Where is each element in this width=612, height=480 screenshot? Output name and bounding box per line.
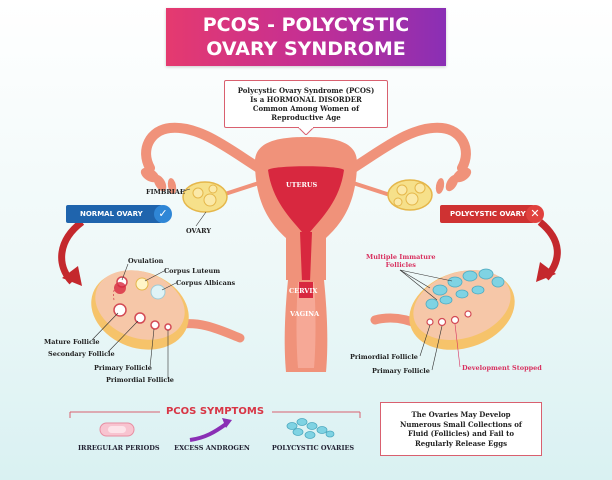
multiple-line-1: Multiple Immature xyxy=(366,253,436,261)
arrow-up-icon xyxy=(189,418,232,442)
label-development-stopped: Development Stopped xyxy=(462,364,542,372)
note-line-2: Numerous Small Collections of xyxy=(400,419,522,429)
cross-icon: ✕ xyxy=(526,205,544,223)
polycystic-ovary-section xyxy=(370,268,515,350)
cysts xyxy=(425,268,505,310)
normal-ovary-section xyxy=(91,270,245,350)
intro-line-1: Polycystic Ovary Syndrome (PCOS) xyxy=(237,86,375,95)
note-line-1: The Ovaries May Develop xyxy=(411,410,511,419)
polycystic-ovary-label: POLYCYSTIC OVARY xyxy=(440,205,534,223)
label-corpus-albicans: Corpus Albicans xyxy=(176,279,236,287)
uterus-cavity xyxy=(268,166,344,232)
label-ovary: OVARY xyxy=(186,227,211,235)
label-primary-follicle-pcos: Primary Follicle xyxy=(372,367,430,375)
label-corpus-luteum: Corpus Luteum xyxy=(164,267,221,275)
symptom-polycystic-ovaries: POLYCYSTIC OVARIES xyxy=(271,444,355,452)
label-primordial-follicle-normal: Primordial Follicle xyxy=(106,376,174,384)
label-multiple-immature-follicles: Multiple Immature Follicles xyxy=(366,253,436,269)
normal-ovary-label: NORMAL OVARY xyxy=(66,205,162,223)
symptoms-title: PCOS SYMPTOMS xyxy=(165,406,265,417)
intro-line-2: Is a HORMONAL DISORDER xyxy=(250,95,362,104)
right-fimbriae xyxy=(435,167,472,194)
check-icon: ✓ xyxy=(154,205,172,223)
note-line-3: Fluid (Follicles) and Fail to xyxy=(407,429,515,438)
info-box: The Ovaries May Develop Numerous Small C… xyxy=(380,402,542,456)
label-ovulation: Ovulation xyxy=(128,257,164,265)
title-banner: PCOS - POLYCYSTIC OVARY SYNDROME xyxy=(166,8,446,66)
intro-line-3: Common Among Women of xyxy=(252,104,360,113)
right-fallopian-tube xyxy=(345,122,471,175)
label-vagina: VAGINA xyxy=(290,310,320,318)
label-fimbriae: FIMBRIAE xyxy=(146,188,185,196)
left-fimbriae xyxy=(140,167,177,194)
intro-pointer xyxy=(298,127,314,135)
label-mature-follicle: Mature Follicle xyxy=(44,338,100,346)
label-primordial-follicle-pcos: Primordial Follicle xyxy=(350,353,418,361)
label-primary-follicle-normal: Primary Follicle xyxy=(94,364,152,372)
pad-icon xyxy=(99,422,135,437)
symptom-irregular-periods: IRREGULAR PERIODS xyxy=(78,444,160,452)
left-fallopian-tube xyxy=(141,122,267,175)
label-secondary-follicle: Secondary Follicle xyxy=(48,350,115,358)
intro-line-4: Reproductive Age xyxy=(271,113,341,122)
title-line-1: PCOS - POLYCYSTIC xyxy=(202,14,410,36)
label-cervix: CERVIX xyxy=(289,287,318,295)
symptom-excess-androgen: EXCESS ANDROGEN xyxy=(174,444,250,452)
note-line-4: Regularly Release Eggs xyxy=(414,438,508,448)
title-line-2: OVARY SYNDROME xyxy=(206,38,406,60)
multiple-line-2: Follicles xyxy=(385,261,416,269)
cysts-icon xyxy=(286,418,335,439)
label-uterus: UTERUS xyxy=(286,181,318,189)
